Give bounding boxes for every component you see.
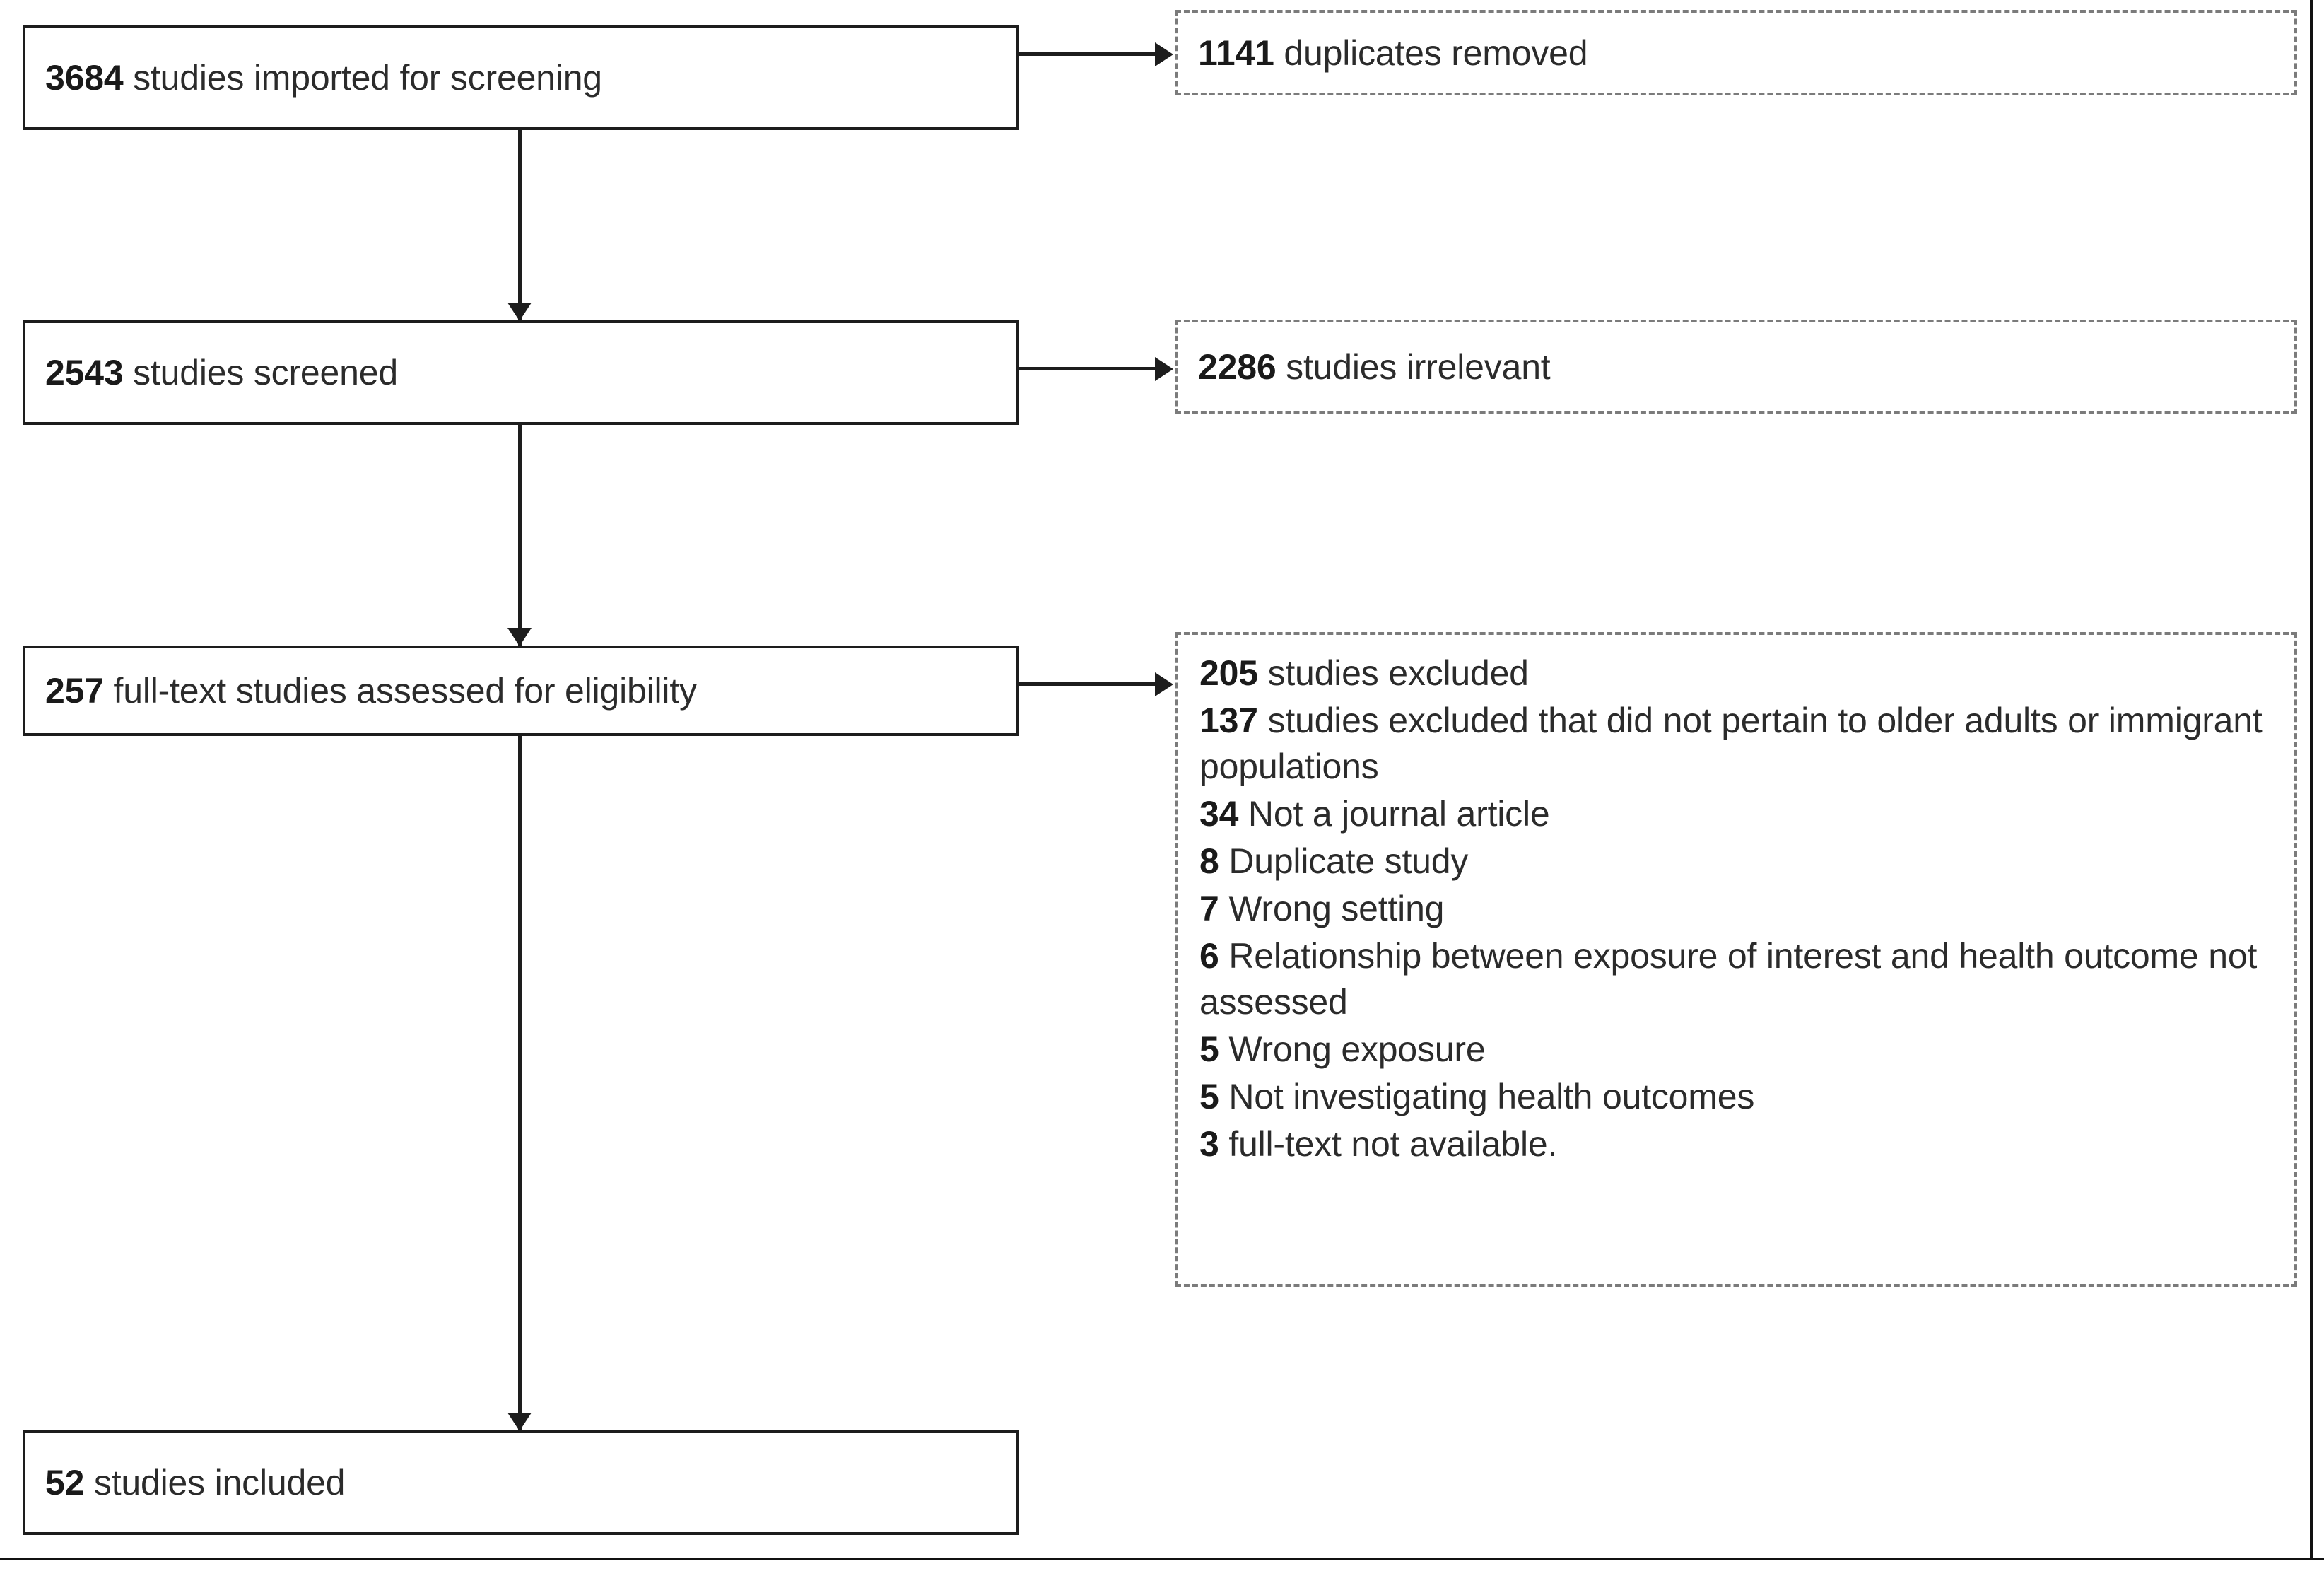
exclusion-count: 137 (1199, 701, 1258, 740)
node-studies-imported-count: 3684 (45, 58, 124, 98)
connector-screened-to-fulltext (518, 424, 522, 647)
page-right-rule (2310, 0, 2313, 1560)
node-studies-irrelevant-text: 2286 studies irrelevant (1178, 347, 1571, 387)
exclusion-count: 8 (1199, 841, 1219, 881)
connector-screened-to-irrelevant (1018, 367, 1159, 370)
exclusion-count: 3 (1199, 1124, 1219, 1164)
exclusion-label: full-text not available. (1228, 1124, 1558, 1164)
arrowhead-fulltext (507, 628, 532, 646)
arrowhead-irrelevant (1155, 357, 1173, 381)
arrowhead-duplicates (1155, 42, 1173, 66)
arrowhead-screened (507, 303, 532, 321)
node-fulltext-assessed-count: 257 (45, 671, 104, 711)
exclusion-line: 8 Duplicate study (1199, 839, 2273, 884)
node-duplicates-removed-text: 1141 duplicates removed (1178, 33, 1607, 73)
node-fulltext-assessed: 257 full-text studies assessed for eligi… (23, 646, 1019, 736)
exclusion-label: Not investigating health outcomes (1228, 1077, 1755, 1116)
connector-fulltext-to-included (518, 735, 522, 1432)
arrowhead-excluded (1155, 672, 1173, 696)
node-studies-screened: 2543 studies screened (23, 320, 1019, 425)
exclusion-label: studies excluded (1267, 653, 1529, 693)
exclusion-label: Duplicate study (1228, 841, 1469, 881)
exclusion-line: 6 Relationship between exposure of inter… (1199, 933, 2273, 1025)
node-studies-screened-count: 2543 (45, 353, 124, 392)
exclusion-label: Wrong setting (1228, 889, 1445, 928)
node-studies-screened-text: 2543 studies screened (25, 353, 418, 392)
node-studies-included-count: 52 (45, 1463, 85, 1502)
exclusion-line: 5 Wrong exposure (1199, 1027, 2273, 1073)
node-duplicates-removed-label: duplicates removed (1284, 33, 1588, 73)
exclusion-line: 5 Not investigating health outcomes (1199, 1074, 2273, 1120)
exclusion-count: 34 (1199, 794, 1239, 834)
connector-imported-to-screened (518, 129, 522, 322)
exclusion-line: 3 full-text not available. (1199, 1121, 2273, 1167)
exclusion-count: 205 (1199, 653, 1258, 693)
arrowhead-included (507, 1413, 532, 1431)
node-studies-imported-text: 3684 studies imported for screening (25, 58, 622, 98)
node-studies-imported: 3684 studies imported for screening (23, 25, 1019, 130)
node-studies-irrelevant-label: studies irrelevant (1286, 347, 1551, 387)
page-bottom-rule (0, 1558, 2324, 1560)
exclusion-label: studies excluded that did not pertain to… (1199, 701, 2263, 786)
exclusion-label: Not a journal article (1248, 794, 1550, 834)
exclusion-label: Relationship between exposure of interes… (1199, 936, 2258, 1022)
exclusion-count: 5 (1199, 1029, 1219, 1069)
node-duplicates-removed-count: 1141 (1198, 33, 1274, 73)
node-duplicates-removed: 1141 duplicates removed (1175, 10, 2297, 95)
exclusion-label: Wrong exposure (1228, 1029, 1486, 1069)
exclusion-line: 7 Wrong setting (1199, 886, 2273, 932)
exclusion-count: 5 (1199, 1077, 1219, 1116)
node-fulltext-assessed-text: 257 full-text studies assessed for eligi… (25, 671, 717, 711)
connector-fulltext-to-excluded (1018, 682, 1159, 686)
node-studies-imported-label: studies imported for screening (133, 58, 602, 98)
connector-imported-to-duplicates (1018, 52, 1159, 56)
node-studies-screened-label: studies screened (133, 353, 398, 392)
node-studies-included-label: studies included (93, 1463, 346, 1502)
exclusion-line: 205 studies excluded (1199, 650, 2273, 696)
node-studies-excluded: 205 studies excluded 137 studies exclude… (1175, 632, 2297, 1287)
node-fulltext-assessed-label: full-text studies assessed for eligibili… (113, 671, 697, 711)
node-studies-included-text: 52 studies included (25, 1463, 365, 1502)
exclusion-line: 34 Not a journal article (1199, 791, 2273, 837)
node-studies-irrelevant: 2286 studies irrelevant (1175, 320, 2297, 414)
node-studies-irrelevant-count: 2286 (1198, 347, 1277, 387)
exclusion-line: 137 studies excluded that did not pertai… (1199, 698, 2273, 790)
exclusion-count: 7 (1199, 889, 1219, 928)
node-studies-included: 52 studies included (23, 1430, 1019, 1535)
exclusion-count: 6 (1199, 936, 1219, 976)
exclusion-reason-list: 205 studies excluded 137 studies exclude… (1178, 635, 2294, 1169)
